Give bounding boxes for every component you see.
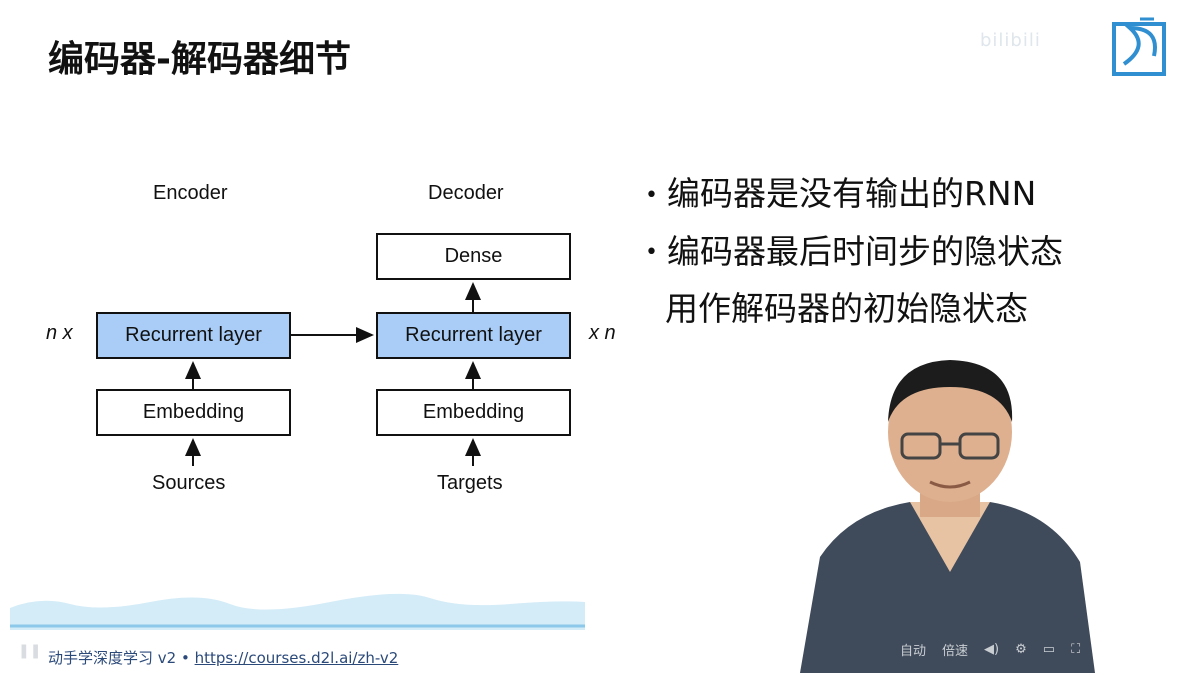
decoder-repeat-label: x n [589, 322, 616, 344]
decoder-label: Decoder [428, 182, 504, 204]
dense-box: Dense [376, 233, 571, 280]
watermark-text: bilibili [980, 30, 1041, 51]
d2l-logo-icon [1112, 17, 1166, 76]
encoder-embedding: Embedding [96, 389, 291, 436]
fullscreen-icon[interactable]: ⛶ [1071, 642, 1081, 657]
decoder-recurrent-layer: Recurrent layer [376, 312, 571, 359]
encoder-decoder-diagram: Encoder Decoder Dense Recurrent layer Re… [0, 0, 640, 520]
bullet-item: • 编码器是没有输出的RNN [645, 166, 1185, 224]
encoder-recurrent-layer: Recurrent layer [96, 312, 291, 359]
footer-text: 动手学深度学习 v2 • https://courses.d2l.ai/zh-v… [48, 647, 398, 668]
quality-button[interactable]: 自动 [900, 644, 927, 659]
player-controls: 自动 倍速 ◀) ⚙ ▭ ⛶ [900, 640, 1080, 659]
speed-button[interactable]: 倍速 [942, 644, 969, 659]
course-link[interactable]: https://courses.d2l.ai/zh-v2 [194, 649, 399, 667]
bullet-dot-icon: • [645, 182, 658, 208]
bullet-text: 编码器最后时间步的隐状态 [667, 231, 1063, 271]
bullet-list: • 编码器是没有输出的RNN • 编码器最后时间步的隐状态 用作解码器的初始隐状态 [645, 166, 1185, 337]
play-icon[interactable]: ❚❚ [18, 643, 42, 659]
slide-title: 编码器-解码器细节 [48, 39, 351, 80]
bullet-dot-icon: • [645, 240, 658, 265]
settings-icon[interactable]: ⚙ [1015, 642, 1027, 657]
bullet-text: 编码器是没有输出的RNN [667, 174, 1037, 213]
diagram-arrows [185, 282, 481, 466]
volume-icon[interactable]: ◀) [984, 642, 1000, 657]
audio-waveform [10, 593, 585, 630]
sources-label: Sources [152, 472, 226, 494]
speaker-video [800, 360, 1095, 673]
decoder-embedding: Embedding [376, 389, 571, 436]
targets-label: Targets [437, 472, 503, 494]
encoder-label: Encoder [153, 182, 228, 204]
encoder-repeat-label: n x [46, 322, 73, 344]
bullet-item: • 编码器最后时间步的隐状态 [645, 224, 1185, 282]
pip-icon[interactable]: ▭ [1042, 642, 1056, 657]
bullet-continuation: 用作解码器的初始隐状态 [665, 289, 1028, 328]
footer-prefix: 动手学深度学习 v2 • [48, 649, 195, 667]
